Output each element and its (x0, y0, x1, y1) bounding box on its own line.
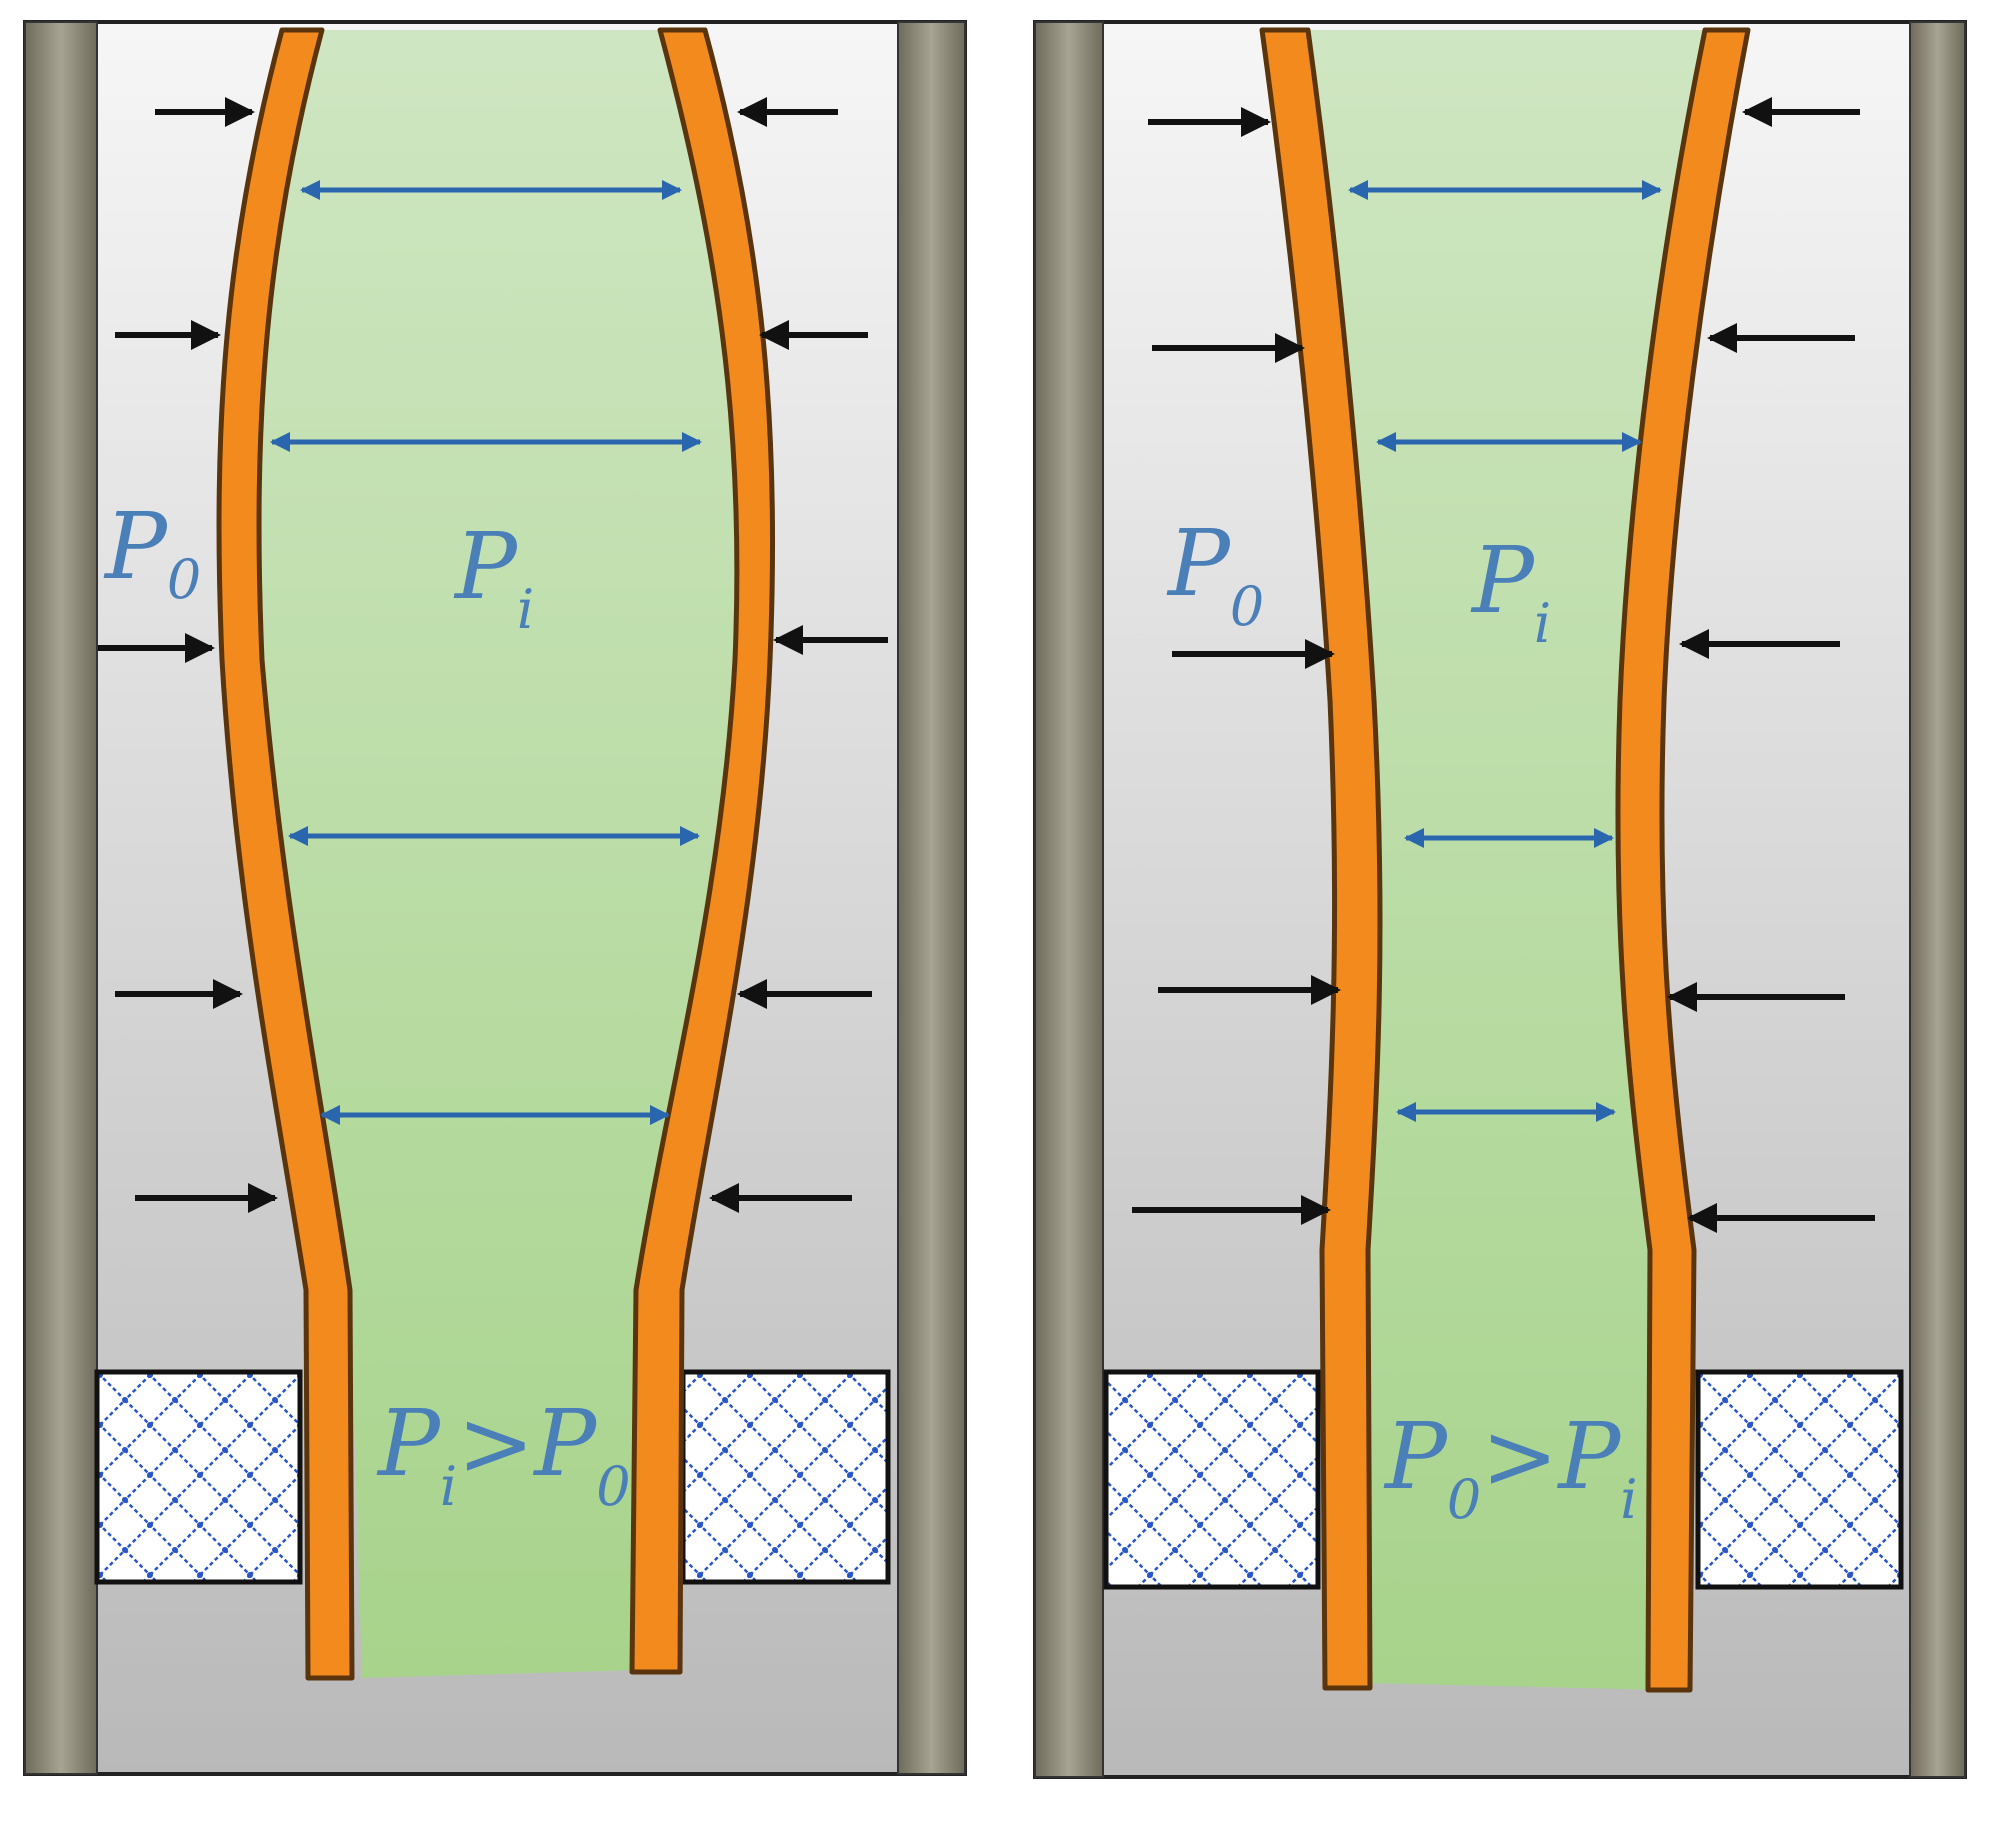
tubing-wall-right (629, 27, 776, 1675)
inner-pressure-arrows (1348, 180, 1662, 1122)
inner-pressure-label: Pi (453, 513, 534, 641)
inner-pressure-arrows (270, 180, 702, 1125)
pressure-relation-label: P0>Pi (1383, 1403, 1638, 1531)
packer-right (680, 1369, 891, 1585)
outer-pressure-arrows-left (98, 97, 278, 1213)
panel-reverse-ballooning: P0 Pi P0>Pi (1033, 20, 1967, 1779)
inner-pressure-label: Pi (1470, 527, 1551, 655)
casing-wall-left (1034, 21, 1104, 1778)
casing-wall-right (897, 21, 966, 1775)
outer-pressure-label: P0 (1166, 510, 1264, 638)
packer-right (1695, 1369, 1904, 1590)
outer-pressure-arrows-right (1667, 97, 1875, 1233)
outer-pressure-arrows-left (1132, 107, 1341, 1225)
packer-left (1103, 1369, 1321, 1590)
tubing-wall-right (1615, 27, 1751, 1693)
panel-ballooning: P0 Pi Pi>P0 (23, 20, 967, 1776)
pressure-relation-label: Pi>P0 (376, 1390, 631, 1518)
casing-wall-left (24, 21, 98, 1775)
casing-wall-right (1909, 21, 1966, 1778)
outer-pressure-label: P0 (103, 493, 201, 611)
tubing-wall-left (216, 27, 355, 1681)
packer-left (94, 1369, 303, 1585)
outer-pressure-arrows-right (709, 97, 888, 1213)
tubing-wall-left (1259, 27, 1383, 1691)
